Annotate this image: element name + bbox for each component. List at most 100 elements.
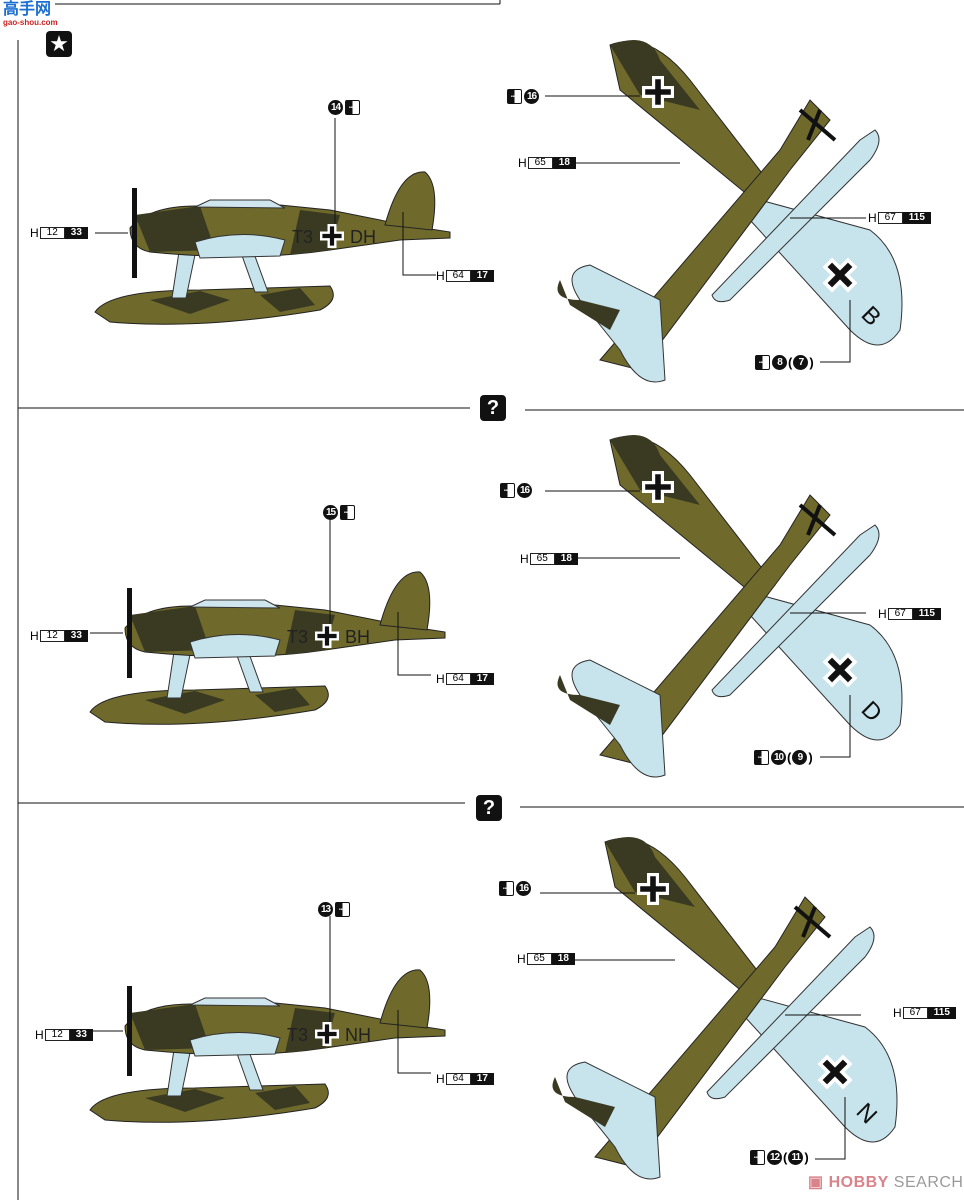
question-icon: ?: [476, 795, 502, 821]
paint-prefix: H: [436, 1072, 445, 1086]
paint-code: 65: [527, 157, 553, 169]
decal-callout-letter: ⇢12(11): [748, 1150, 810, 1165]
decal-transfer-icon: ⇢: [755, 355, 770, 370]
site-logo-subtext: gao-shou.com: [3, 18, 58, 27]
wing-camo: [605, 837, 695, 907]
tailplane: [571, 264, 666, 383]
paint-prefix: H: [518, 156, 527, 170]
paint-prefix: H: [893, 1006, 902, 1020]
paint-prefix: H: [520, 552, 529, 566]
decal-callout-wing: ⇢16: [497, 881, 531, 896]
paren-open: (: [787, 750, 792, 765]
side-view-aircraft: T3 DH: [94, 118, 451, 325]
decal-callout-letter: ⇢10(9): [752, 750, 814, 765]
float-camo: [145, 688, 310, 714]
balkenkreuz-side: [317, 1024, 337, 1044]
canopy: [194, 199, 286, 209]
watermark: ▣ HOBBY SEARCH: [808, 1174, 964, 1191]
paint-number: 17: [470, 1073, 494, 1085]
decal-callout-side: 15⇢: [323, 505, 357, 520]
leader-lines: [90, 916, 431, 1074]
balkenkreuz-side: [322, 226, 342, 246]
paint-prefix: H: [517, 952, 526, 966]
decal-number-alt: 7: [793, 355, 809, 370]
paint-prefix: H: [30, 226, 39, 240]
decal-number: 15: [323, 505, 338, 520]
decal-number-alt: 11: [788, 1150, 804, 1165]
leader-lines: [545, 95, 866, 363]
paint-code: 64: [445, 673, 471, 685]
fuselage-code-left: T3: [287, 627, 308, 647]
paren-close: ): [809, 355, 814, 370]
paint-number: 115: [912, 608, 941, 620]
decal-number: 12: [767, 1150, 782, 1165]
fuselage-code-left: T3: [292, 227, 313, 247]
propeller-top: [793, 905, 832, 939]
tailplane-camo: [552, 1077, 615, 1127]
propeller: [127, 986, 132, 1076]
paint-number: 115: [902, 212, 931, 224]
paint-code: 67: [887, 608, 913, 620]
decal-transfer-icon: ⇢: [345, 100, 360, 115]
tailplane: [571, 659, 666, 778]
balkenkreuz-upper-wing: [645, 79, 671, 105]
paint-prefix: H: [30, 629, 39, 643]
paint-prefix: H: [35, 1028, 44, 1042]
paint-prefix: H: [868, 211, 877, 225]
frame-lines: [17, 0, 964, 1200]
fuselage-code-right: BH: [345, 627, 370, 647]
tail-fin: [379, 969, 431, 1029]
float-top: [706, 926, 875, 1100]
wing-camo: [610, 40, 700, 110]
paint-number: 18: [554, 553, 578, 565]
decal-transfer-icon: ⇢: [335, 902, 350, 917]
watermark-brand: HOBBY: [828, 1174, 889, 1191]
site-logo-text: 高手网: [3, 1, 52, 18]
right-wing: [744, 996, 898, 1143]
decal-transfer-icon: ⇢: [754, 750, 769, 765]
float-camo: [145, 1086, 310, 1112]
decal-transfer-icon: ⇢: [500, 483, 515, 498]
decal-callout-side: 13⇢: [318, 902, 352, 917]
fuselage-code-right: DH: [350, 227, 376, 247]
fuselage-camo: [130, 606, 335, 655]
top-view-aircraft: B: [545, 40, 903, 383]
paint-prefix: H: [878, 607, 887, 621]
propeller: [132, 188, 137, 278]
decal-callout-wing: ⇢16: [505, 89, 539, 104]
paren-close: ): [804, 1150, 809, 1165]
float-top: [711, 524, 880, 698]
decal-transfer-icon: ⇢: [507, 89, 522, 104]
decal-number: 16: [516, 881, 531, 896]
leader-lines: [545, 490, 866, 758]
leader-lines: [95, 118, 436, 276]
tailplane-camo: [557, 675, 620, 725]
paint-number: 17: [470, 270, 494, 282]
decal-number: 8: [772, 355, 787, 370]
propeller: [127, 588, 132, 678]
fuselage-camo: [130, 1004, 335, 1053]
side-view-aircraft: T3 BH: [89, 518, 446, 725]
wing-root: [194, 234, 286, 259]
tailplane-camo: [557, 280, 620, 330]
wing-root: [189, 1032, 281, 1057]
balkenkreuz-lower-wing: [817, 1054, 853, 1090]
paren-open: (: [788, 355, 793, 370]
paint-code: 67: [902, 1007, 928, 1019]
paint-number: 18: [551, 953, 575, 965]
decal-transfer-icon: ⇢: [750, 1150, 765, 1165]
propeller-top: [798, 108, 837, 142]
paint-prefix: H: [436, 269, 445, 283]
paint-number: 33: [69, 1029, 93, 1041]
